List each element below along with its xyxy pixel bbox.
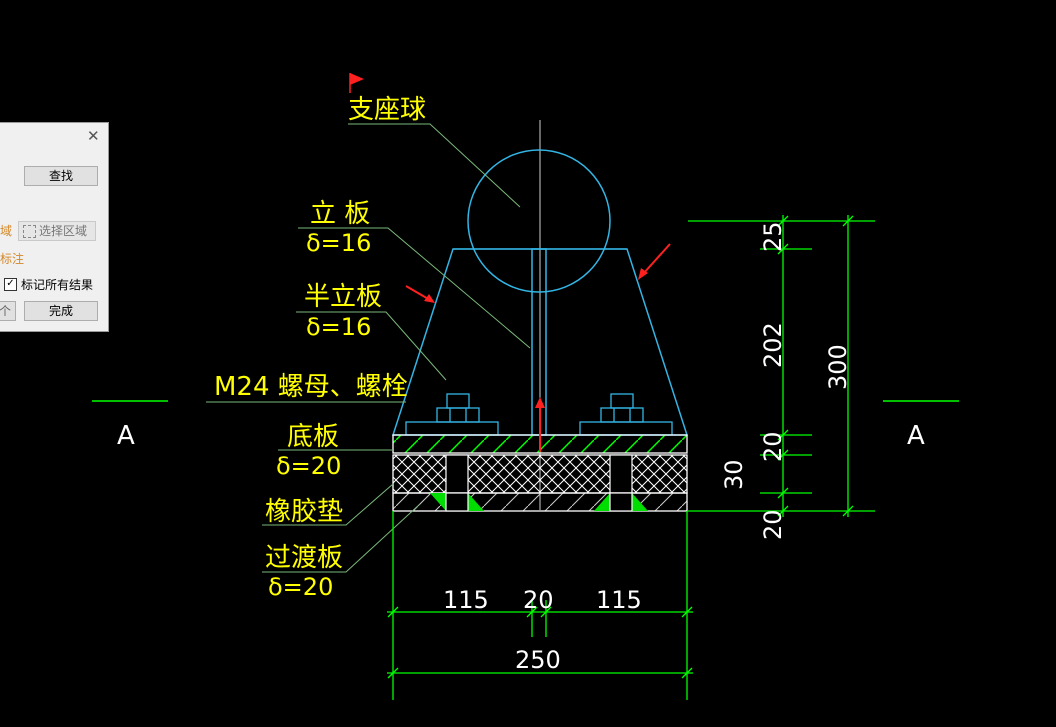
transition-plate xyxy=(392,492,688,512)
marker-arrow-center xyxy=(535,397,545,452)
dim-v-202: 202 xyxy=(759,322,787,368)
label-base-thk: δ=20 xyxy=(276,452,341,480)
select-area-icon xyxy=(23,225,36,238)
dim-h-250: 250 xyxy=(515,646,561,674)
label-half-plate-thk: δ=16 xyxy=(306,313,371,341)
dim-v-25: 25 xyxy=(759,221,787,252)
bolt-right xyxy=(579,393,673,436)
label-half-plate-name: 半立板 xyxy=(304,282,382,312)
marker-arrow-left xyxy=(405,285,435,303)
dim-v-20a: 20 xyxy=(759,431,787,462)
dim-v-300: 300 xyxy=(824,344,852,390)
leader-lines xyxy=(206,123,531,573)
vertical-dimension-texts: 25 202 300 20 30 20 xyxy=(720,221,852,540)
mark-all-label: 标记所有结果 xyxy=(21,278,94,292)
dim-v-20b: 20 xyxy=(759,509,787,540)
labels: 支座球 立 板 δ=16 半立板 δ=16 M24 螺母、螺栓 底板 δ=20 … xyxy=(214,95,426,601)
horizontal-dimension-texts: 115 20 115 250 xyxy=(443,586,642,674)
dim-h-115b: 115 xyxy=(596,586,642,614)
marker-arrow-right xyxy=(638,243,671,280)
label-bolt: M24 螺母、螺栓 xyxy=(214,372,408,402)
section-label-left: A xyxy=(117,421,135,451)
vertical-dimension-lines xyxy=(687,215,875,517)
mark-all-row[interactable]: ✓ 标记所有结果 xyxy=(4,276,93,293)
bolt-left xyxy=(405,393,499,436)
horizontal-dimension-lines xyxy=(387,511,693,700)
prev-button[interactable]: 个 xyxy=(0,301,16,321)
label-rubber: 橡胶垫 xyxy=(265,497,343,527)
close-icon[interactable]: ✕ xyxy=(87,127,100,145)
flag-marker xyxy=(349,73,364,93)
area-prefix-text: 域 xyxy=(0,224,13,238)
select-area-label: 选择区域 xyxy=(39,224,88,238)
label-ball: 支座球 xyxy=(348,95,426,125)
label-transition-name: 过渡板 xyxy=(265,543,343,573)
label-plate-name: 立 板 xyxy=(310,199,370,229)
support-ball xyxy=(467,149,611,293)
mark-all-checkbox[interactable]: ✓ xyxy=(4,278,17,291)
done-button[interactable]: 完成 xyxy=(24,301,98,321)
rubber-pad xyxy=(392,454,688,494)
dim-h-20: 20 xyxy=(523,586,554,614)
dim-v-30: 30 xyxy=(720,459,748,490)
find-button[interactable]: 查找 xyxy=(24,166,98,186)
label-base-name: 底板 xyxy=(287,422,339,452)
find-dialog: ✕ 查找 域 选择区域 标注 ✓ 标记所有结果 个 完成 xyxy=(0,122,109,332)
dim-h-115a: 115 xyxy=(443,586,489,614)
tag-text: 标注 xyxy=(0,252,25,266)
section-label-right: A xyxy=(907,421,925,451)
select-area-button[interactable]: 选择区域 xyxy=(18,221,96,241)
label-transition-thk: δ=20 xyxy=(268,573,333,601)
label-plate-thk: δ=16 xyxy=(306,229,371,257)
